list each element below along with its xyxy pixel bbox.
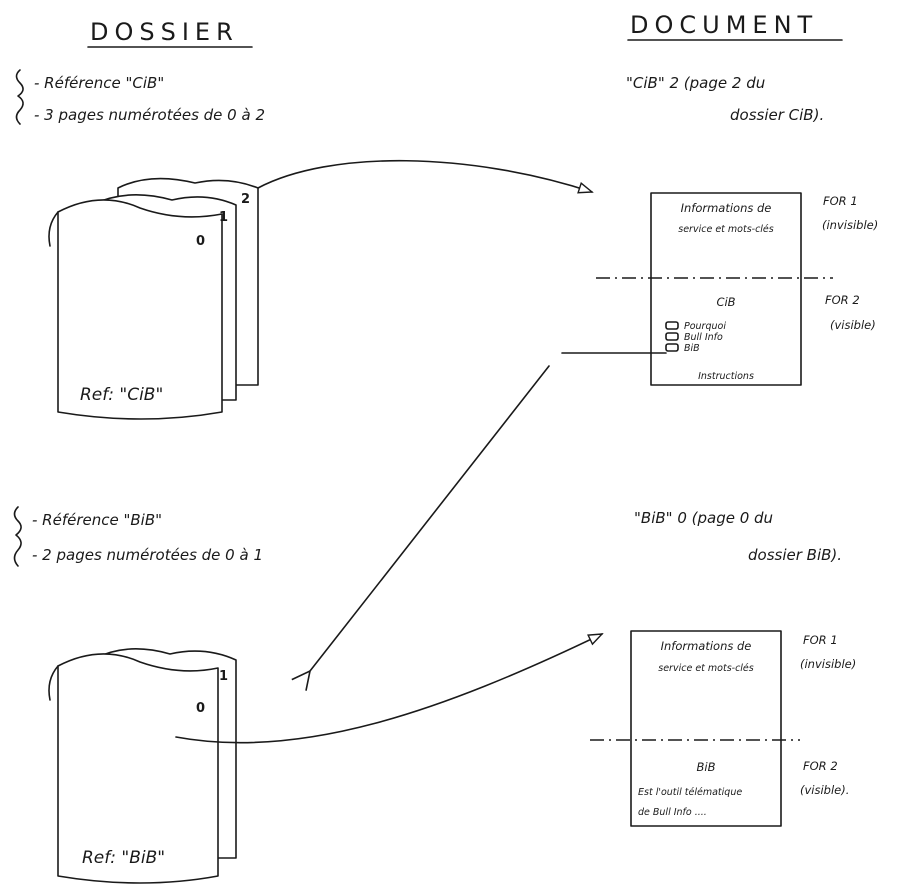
arrow-cib-to-bib-dossier bbox=[291, 365, 550, 691]
cib-doc-footer: Instructions bbox=[698, 371, 754, 382]
arrow-bib-dossier-to-document bbox=[175, 634, 602, 744]
cib-document-caption-line1: "CiB" 2 (page 2 du bbox=[626, 74, 765, 92]
brace-bib bbox=[13, 506, 22, 567]
dossier-cib-stack: 2 1 0 Ref: "CiB" bbox=[48, 177, 259, 420]
bib-doc-body-line2: de Bull Info .... bbox=[638, 807, 707, 818]
cib-for2-label: FOR 2 bbox=[825, 293, 860, 307]
cib-for1-label: FOR 1 bbox=[823, 194, 858, 208]
cib-folder-curl bbox=[48, 211, 59, 247]
document-cib-frame bbox=[650, 192, 802, 386]
cib-doc-button-pourquoi[interactable] bbox=[665, 321, 679, 330]
arrow-cib-dossier-to-document bbox=[257, 159, 592, 192]
cib-doc-header-line1: Informations de bbox=[681, 201, 772, 215]
cib-for2-state: (visible) bbox=[830, 318, 876, 332]
bib-pages-line: - 2 pages numérotées de 0 à 1 bbox=[32, 546, 263, 564]
bib-for2-state: (visible). bbox=[800, 783, 849, 797]
heading-dossier: DOSSIER bbox=[90, 18, 239, 46]
cib-for1-state: (invisible) bbox=[822, 218, 878, 232]
cib-doc-header-line2: service et mots-clés bbox=[678, 224, 774, 235]
cib-page-number-1: 1 bbox=[219, 210, 228, 225]
cib-doc-button-bib[interactable] bbox=[665, 343, 679, 352]
cib-doc-button-bull-info[interactable] bbox=[665, 332, 679, 341]
cib-pages-line: - 3 pages numérotées de 0 à 2 bbox=[34, 106, 265, 124]
document-cib-card: Informations de service et mots-clés CiB… bbox=[596, 192, 833, 386]
bib-ref-label: Ref: "BiB" bbox=[82, 848, 165, 868]
heading-document: DOCUMENT bbox=[630, 11, 818, 39]
bib-page-0 bbox=[57, 653, 219, 884]
cib-ref-label: Ref: "CiB" bbox=[80, 385, 163, 405]
cib-doc-button-label-pourquoi: Pourquoi bbox=[684, 321, 726, 332]
cib-ref-line: - Référence "CiB" bbox=[34, 74, 164, 92]
bib-page-number-0: 0 bbox=[196, 701, 205, 716]
bib-document-caption-line2: dossier BiB). bbox=[748, 546, 842, 564]
bib-folder-curl bbox=[48, 665, 59, 701]
bib-page-number-1: 1 bbox=[219, 669, 228, 684]
cib-page-number-2: 2 bbox=[241, 192, 250, 207]
bib-for2-label: FOR 2 bbox=[803, 759, 838, 773]
bib-doc-header-line2: service et mots-clés bbox=[658, 663, 754, 674]
document-bib-frame bbox=[630, 630, 782, 827]
cib-document-caption-line2: dossier CiB). bbox=[730, 106, 824, 124]
bib-ref-line: - Référence "BiB" bbox=[32, 511, 162, 529]
cib-doc-button-label-bull-info: Bull Info bbox=[684, 332, 723, 343]
dossier-bib-stack: 1 0 Ref: "BiB" bbox=[48, 648, 237, 884]
bib-for1-state: (invisible) bbox=[800, 657, 856, 671]
bib-document-caption-line1: "BiB" 0 (page 0 du bbox=[634, 509, 773, 527]
bib-doc-title: BiB bbox=[697, 760, 716, 774]
cib-page-number-0: 0 bbox=[196, 234, 205, 249]
bib-doc-body-line1: Est l'outil télématique bbox=[638, 787, 742, 798]
bib-for1-label: FOR 1 bbox=[803, 633, 838, 647]
document-bib-card: Informations de service et mots-clés BiB… bbox=[590, 630, 800, 827]
cib-page-0 bbox=[57, 199, 223, 420]
brace-cib bbox=[15, 69, 24, 125]
bib-doc-header-line1: Informations de bbox=[661, 639, 752, 653]
cib-doc-title: CiB bbox=[716, 295, 735, 309]
cib-doc-button-label-bib: BiB bbox=[684, 343, 700, 354]
